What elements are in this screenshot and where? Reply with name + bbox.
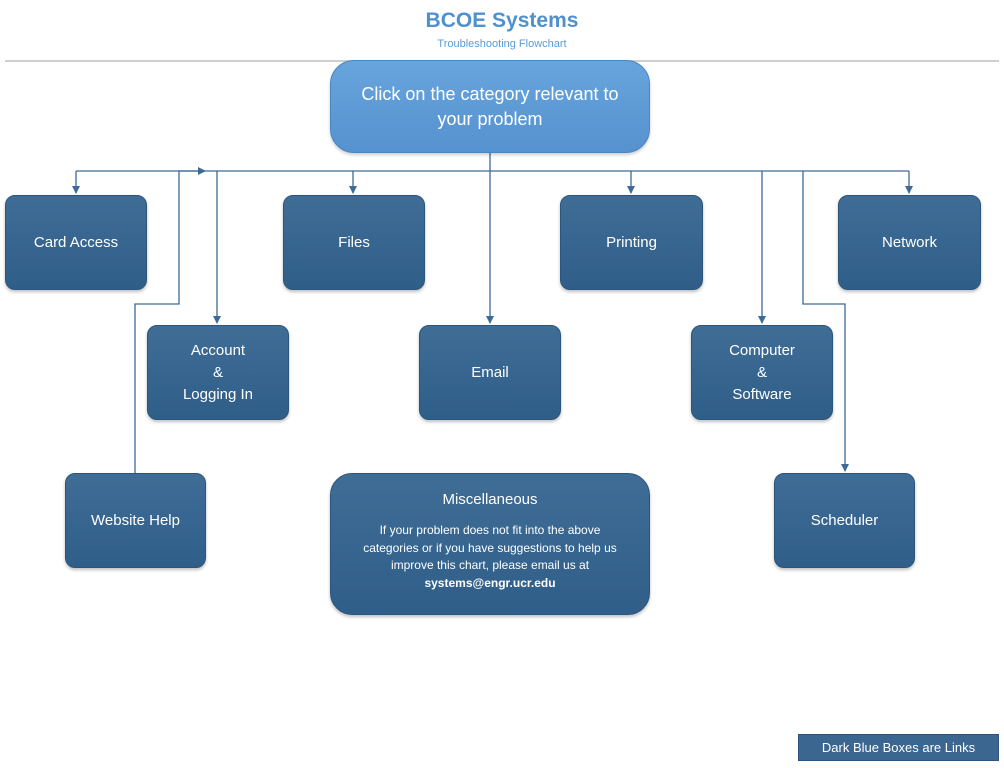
- scheduler-box[interactable]: Scheduler: [774, 473, 915, 568]
- connector-website-help: [134, 167, 206, 473]
- misc-title: Miscellaneous: [442, 491, 538, 508]
- connector-scheduler: [802, 171, 849, 472]
- account-label-line1: Account: [190, 341, 246, 359]
- legend-box: Dark Blue Boxes are Links: [798, 734, 999, 761]
- network-label: Network: [881, 233, 937, 251]
- misc-email-link[interactable]: systems@engr.ucr.edu: [424, 575, 556, 590]
- computer-label-line3: Software: [732, 385, 792, 403]
- scheduler-label: Scheduler: [810, 511, 879, 529]
- files-label: Files: [338, 233, 370, 251]
- computer-label-line2: &: [756, 363, 767, 381]
- page-subtitle: Troubleshooting Flowchart: [437, 38, 567, 50]
- misc-body: If your problem does not fit into the ab…: [363, 523, 617, 572]
- network-box[interactable]: Network: [838, 195, 981, 290]
- computer-label-line1: Computer: [729, 341, 795, 359]
- email-box[interactable]: Email: [419, 325, 561, 420]
- legend-text: Dark Blue Boxes are Links: [821, 740, 976, 755]
- files-box[interactable]: Files: [283, 195, 425, 290]
- account-label-line3: Logging In: [182, 385, 254, 403]
- printing-label: Printing: [606, 233, 657, 251]
- start-box: Click on the category relevant to your p…: [330, 60, 650, 153]
- computer-software-box[interactable]: Computer & Software: [691, 325, 833, 420]
- page-title: BCOE Systems: [425, 9, 579, 32]
- printing-box[interactable]: Printing: [560, 195, 703, 290]
- card-access-label: Card Access: [33, 233, 119, 251]
- start-box-text: Click on the category relevant to your p…: [361, 83, 619, 129]
- card-access-box[interactable]: Card Access: [5, 195, 147, 290]
- website-help-box[interactable]: Website Help: [65, 473, 206, 568]
- account-logging-in-box[interactable]: Account & Logging In: [147, 325, 289, 420]
- email-label: Email: [471, 363, 509, 381]
- miscellaneous-box[interactable]: Miscellaneous If your problem does not f…: [330, 473, 650, 615]
- website-help-label: Website Help: [91, 511, 180, 529]
- account-label-line2: &: [212, 363, 223, 381]
